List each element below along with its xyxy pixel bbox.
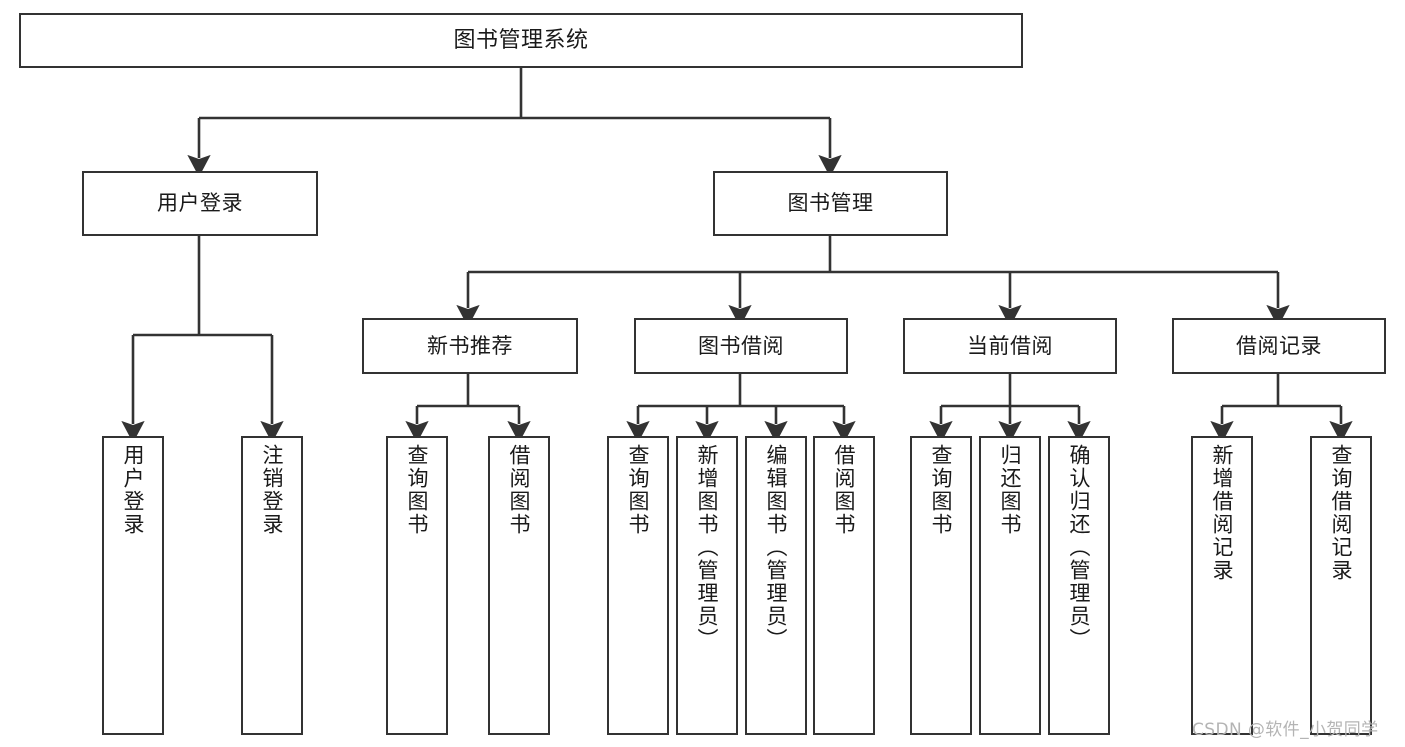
node-borrow-record[interactable]: 借阅记录 [1172, 318, 1386, 374]
node-root-book-management-system[interactable]: 图书管理系统 [19, 13, 1023, 68]
node-label: 查询图书 [929, 444, 954, 536]
node-leaf-logout-login[interactable]: 注销登录 [241, 436, 303, 735]
node-label: 归还图书 [998, 444, 1023, 536]
node-leaf-query-book-borrow[interactable]: 查询图书 [607, 436, 669, 735]
node-label: 编辑图书（管理员） [764, 444, 789, 651]
node-label: 图书管理 [787, 191, 874, 216]
node-label: 新增借阅记录 [1210, 444, 1235, 582]
node-leaf-query-borrow-record[interactable]: 查询借阅记录 [1310, 436, 1372, 735]
csdn-watermark: CSDN @软件_小贺同学 [1192, 720, 1379, 740]
node-label: 借阅图书 [832, 444, 857, 536]
node-label: 借阅图书 [507, 444, 532, 536]
node-leaf-user-login[interactable]: 用户登录 [102, 436, 164, 735]
node-leaf-borrow-book-recommend[interactable]: 借阅图书 [488, 436, 550, 735]
node-leaf-query-book-current[interactable]: 查询图书 [910, 436, 972, 735]
node-book-borrow[interactable]: 图书借阅 [634, 318, 848, 374]
node-leaf-add-borrow-record[interactable]: 新增借阅记录 [1191, 436, 1253, 735]
node-leaf-return-book[interactable]: 归还图书 [979, 436, 1041, 735]
node-label: 当前借阅 [967, 333, 1053, 358]
node-label: 图书借阅 [698, 333, 784, 358]
node-label: 确认归还（管理员） [1067, 444, 1092, 651]
node-leaf-add-book-admin[interactable]: 新增图书（管理员） [676, 436, 738, 735]
node-leaf-query-book-recommend[interactable]: 查询图书 [386, 436, 448, 735]
node-leaf-confirm-return-admin[interactable]: 确认归还（管理员） [1048, 436, 1110, 735]
node-label: 查询图书 [626, 444, 651, 536]
node-label: 注销登录 [260, 444, 285, 536]
node-new-book-recommend[interactable]: 新书推荐 [362, 318, 578, 374]
node-label: 图书管理系统 [453, 27, 589, 53]
node-label: 查询借阅记录 [1329, 444, 1354, 582]
node-book-management[interactable]: 图书管理 [713, 171, 948, 236]
node-label: 新书推荐 [427, 333, 513, 358]
node-current-borrow[interactable]: 当前借阅 [903, 318, 1117, 374]
node-label: 用户登录 [121, 444, 146, 536]
node-label: 借阅记录 [1236, 333, 1322, 358]
node-user-login[interactable]: 用户登录 [82, 171, 318, 236]
node-label: 用户登录 [157, 191, 243, 216]
node-leaf-edit-book-admin[interactable]: 编辑图书（管理员） [745, 436, 807, 735]
node-label: 新增图书（管理员） [695, 444, 720, 651]
node-leaf-borrow-book[interactable]: 借阅图书 [813, 436, 875, 735]
node-label: 查询图书 [405, 444, 430, 536]
